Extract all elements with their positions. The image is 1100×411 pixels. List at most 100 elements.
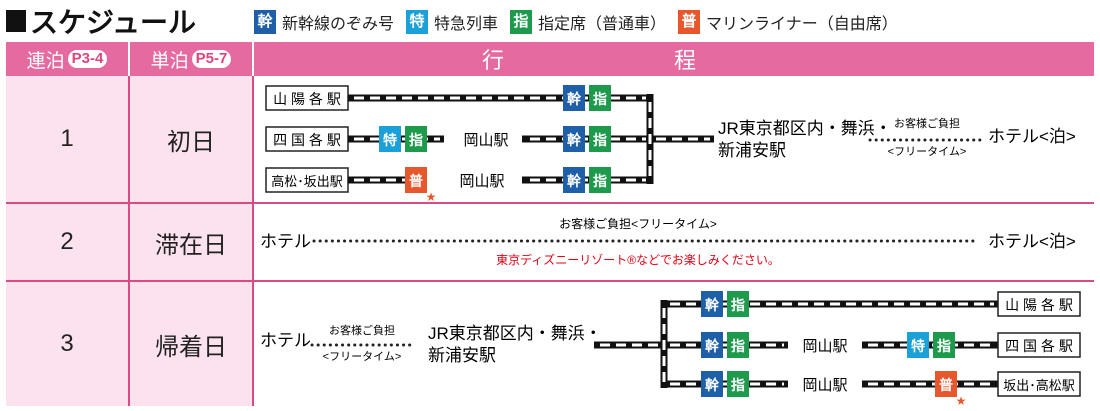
row-itinerary: ホテル お客様ご負担 <フリータイム> JR東京都区内・舞浜・ 新浦安駅 xyxy=(254,282,1094,408)
station-okayama: 岡山駅 xyxy=(459,173,504,190)
legend-label: マリンライナー（自由席） xyxy=(706,16,898,33)
legend-item-shitei: 指 指定席（普通車） xyxy=(510,10,666,34)
table-row: 1 初日 山 陽 各 駅 四 国 各 駅 高松･坂出駅 xyxy=(6,76,1094,204)
shitei-badge-icon xyxy=(589,167,611,193)
dest-sanyo: 山 陽 各 駅 xyxy=(1005,297,1073,313)
shitei-badge-icon xyxy=(589,85,611,111)
shinkansen-badge-icon xyxy=(563,167,585,193)
legend-item-futsu: 普 マリンライナー（自由席） xyxy=(678,10,898,34)
row-number: 3 xyxy=(6,282,130,406)
shinkansen-badge-icon xyxy=(563,126,585,152)
row-day: 初日 xyxy=(130,76,254,202)
page-ref-pill: P3-4 xyxy=(67,50,108,68)
title-text: スケジュール xyxy=(30,7,197,38)
tokyo-area-label: JR東京都区内・舞浜・ xyxy=(718,119,892,138)
dest-sakaide: 坂出･高松駅 xyxy=(1003,378,1075,393)
svg-text:指: 指 xyxy=(731,377,745,393)
shin-urayasu-label: 新浦安駅 xyxy=(428,346,496,365)
row-itinerary: 山 陽 各 駅 四 国 各 駅 高松･坂出駅 xyxy=(254,76,1094,204)
day3-route-diagram: ホテル お客様ご負担 <フリータイム> JR東京都区内・舞浜・ 新浦安駅 xyxy=(260,291,1081,408)
free-time-cost-label: お客様ご負担 xyxy=(329,323,395,337)
table-header: 連泊 P3-4 単泊 P5-7 行程 xyxy=(6,42,1094,76)
day2-route-diagram: ホテル お客様ご負担<フリータイム> 東京ディズニーリゾート®などでお楽しみくだ… xyxy=(260,216,1076,267)
svg-text:指: 指 xyxy=(937,338,951,354)
legend-item-tokkyu: 特 特急列車 xyxy=(406,10,498,34)
svg-text:普: 普 xyxy=(939,377,953,393)
legend-label: 特急列車 xyxy=(434,16,499,33)
hotel-stay-label: ホテル<泊> xyxy=(988,127,1076,146)
shitei-badge-icon xyxy=(405,126,427,152)
svg-text:幹: 幹 xyxy=(705,297,720,313)
futsu-badge-icon xyxy=(935,371,957,397)
free-time-label: お客様ご負担<フリータイム> xyxy=(559,216,717,231)
row-divider xyxy=(6,202,1094,204)
svg-text:幹: 幹 xyxy=(567,132,582,148)
shinkansen-badge-icon xyxy=(701,332,723,358)
shitei-badge-icon xyxy=(727,371,749,397)
shitei-badge-icon xyxy=(589,126,611,152)
table-row: 2 滞在日 ホテル お客様ご負担<フリータイム> 東京ディズニーリゾート®などで… xyxy=(6,204,1094,280)
legend-label: 新幹線のぞみ号 xyxy=(282,16,395,33)
header-tanpaku: 単泊 P5-7 xyxy=(130,42,254,76)
svg-text:指: 指 xyxy=(593,91,607,107)
legend-item-shinkansen: 幹 新幹線のぞみ号 xyxy=(254,10,394,34)
day1-route-diagram: 山 陽 各 駅 四 国 各 駅 高松･坂出駅 xyxy=(265,85,1076,204)
tokkyu-badge-icon xyxy=(379,126,401,152)
row-day: 帰着日 xyxy=(130,282,254,406)
svg-text:指: 指 xyxy=(731,338,745,354)
row-number: 2 xyxy=(6,204,130,280)
svg-text:指: 指 xyxy=(593,132,607,148)
station-okayama: 岡山駅 xyxy=(802,377,847,394)
shinkansen-badge-icon xyxy=(563,85,585,111)
free-time-cost-label: お客様ご負担 xyxy=(894,116,960,130)
tokkyu-badge-icon xyxy=(907,332,929,358)
free-time-label: <フリータイム> xyxy=(323,350,402,363)
station-okayama: 岡山駅 xyxy=(463,132,508,149)
hotel-label: ホテル xyxy=(260,232,311,251)
origin-shikoku: 四 国 各 駅 xyxy=(273,132,341,148)
row-itinerary: ホテル お客様ご負担<フリータイム> 東京ディズニーリゾート®などでお楽しみくだ… xyxy=(254,204,1094,280)
shitei-badge-icon xyxy=(727,291,749,317)
shinkansen-badge-icon xyxy=(701,371,723,397)
futsu-badge-icon: 普 xyxy=(678,10,701,34)
star-icon: ★ xyxy=(426,190,437,202)
shitei-badge-icon xyxy=(933,332,955,358)
header-renpaku-label: 連泊 xyxy=(26,50,65,72)
free-time-label: <フリータイム> xyxy=(888,145,967,158)
legend-label: 指定席（普通車） xyxy=(538,16,667,33)
svg-text:指: 指 xyxy=(409,132,423,148)
svg-text:指: 指 xyxy=(731,297,745,313)
row-divider xyxy=(6,280,1094,282)
schedule-table: 連泊 P3-4 単泊 P5-7 行程 1 初日 山 陽 各 駅 四 国 各 駅 … xyxy=(6,42,1094,408)
origin-sanyo: 山 陽 各 駅 xyxy=(273,91,341,107)
shin-urayasu-label: 新浦安駅 xyxy=(718,141,786,160)
shitei-badge-icon: 指 xyxy=(510,10,533,34)
svg-text:普: 普 xyxy=(409,173,423,189)
tokyo-area-label: JR東京都区内・舞浜・ xyxy=(428,324,602,343)
page-ref-pill: P5-7 xyxy=(191,50,232,68)
title-square-icon xyxy=(6,10,26,32)
svg-text:幹: 幹 xyxy=(705,377,720,393)
svg-text:幹: 幹 xyxy=(705,338,720,354)
page-title: スケジュール xyxy=(6,4,196,38)
shitei-badge-icon xyxy=(727,332,749,358)
hotel-label: ホテル xyxy=(260,331,311,350)
row-day: 滞在日 xyxy=(130,204,254,280)
svg-text:特: 特 xyxy=(383,132,397,148)
shinkansen-badge-icon xyxy=(701,291,723,317)
hotel-stay-label: ホテル<泊> xyxy=(988,232,1076,251)
table-row: 3 帰着日 ホテル お客様ご負担 <フリータイム> JR東京都区内・舞浜・ 新浦… xyxy=(6,282,1094,408)
row-number: 1 xyxy=(6,76,130,202)
origin-takamatsu: 高松･坂出駅 xyxy=(271,174,343,189)
svg-text:幹: 幹 xyxy=(567,91,582,107)
futsu-badge-icon xyxy=(405,167,427,193)
header-itinerary: 行程 xyxy=(481,48,866,73)
svg-text:幹: 幹 xyxy=(567,173,582,189)
legend: 幹 新幹線のぞみ号 特 特急列車 指 指定席（普通車） 普 マリンライナー（自由… xyxy=(254,8,910,36)
tokkyu-badge-icon: 特 xyxy=(406,10,429,34)
shinkansen-badge-icon: 幹 xyxy=(254,10,276,34)
header-tanpaku-label: 単泊 xyxy=(150,50,189,72)
disney-note: 東京ディズニーリゾート®などでお楽しみください。 xyxy=(496,252,780,267)
header-renpaku: 連泊 P3-4 xyxy=(6,42,130,76)
svg-text:指: 指 xyxy=(593,173,607,189)
